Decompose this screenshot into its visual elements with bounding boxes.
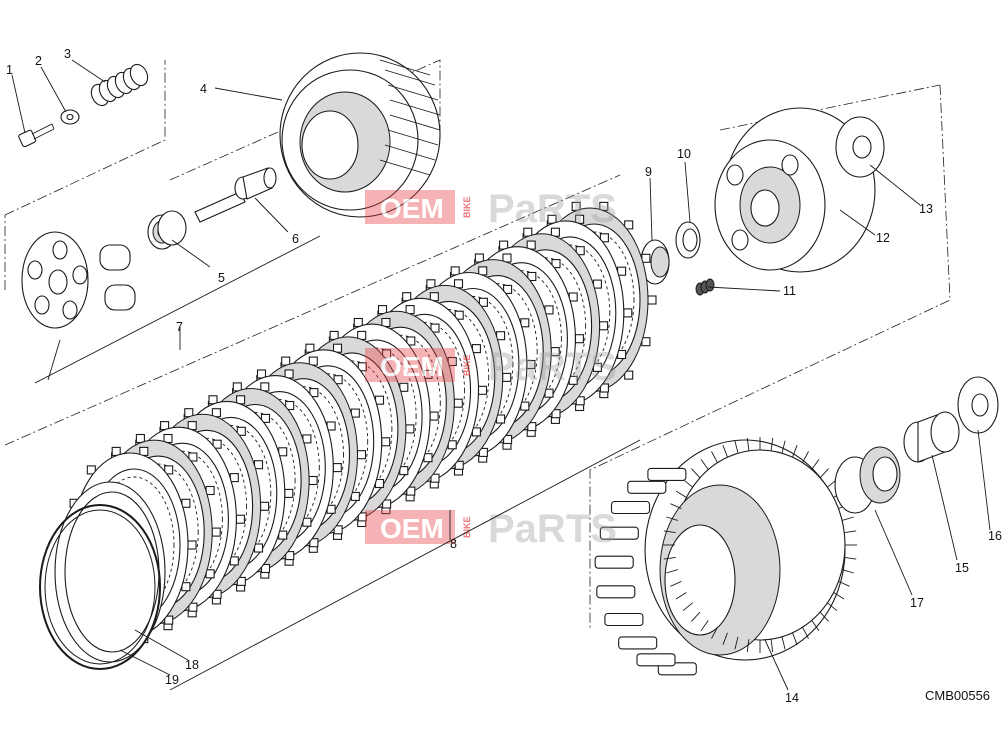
callout-11: 11 (783, 284, 796, 298)
watermark-word2: BIKE (462, 516, 472, 538)
part-18-plate (54, 481, 166, 663)
watermark-word3: PaRTS (488, 345, 617, 389)
part-5-bearing (147, 210, 187, 250)
part-1-screw (18, 123, 55, 148)
part-17-needle-bearing (834, 446, 901, 514)
callout-4: 4 (200, 82, 207, 96)
part-19-wire-ring (39, 504, 161, 670)
part-13-washer (835, 116, 885, 178)
callout-10: 10 (677, 147, 691, 161)
part-6-pushrod (194, 167, 277, 223)
leader-lines (11, 59, 991, 691)
part-9-nut (640, 239, 670, 285)
watermark-top: OEM BIKE PaRTS (365, 187, 617, 231)
callout-18: 18 (185, 658, 199, 672)
callout-15: 15 (955, 561, 969, 575)
callout-labels: 1 2 3 4 5 6 7 8 9 10 11 12 13 14 15 16 1… (6, 47, 1002, 705)
callout-5: 5 (218, 271, 225, 285)
part-14-clutch-basket (594, 437, 857, 676)
watermark: OEM BIKE PaRTS OEM BIKE PaRTS OEM BIKE P… (365, 187, 617, 551)
callout-14: 14 (785, 691, 799, 705)
callout-16: 16 (988, 529, 1002, 543)
watermark-word2: BIKE (462, 354, 472, 376)
callout-6: 6 (292, 232, 299, 246)
watermark-word1: OEM (380, 193, 444, 224)
callout-12: 12 (876, 231, 890, 245)
callout-19: 19 (165, 673, 179, 687)
part-15-spacer (903, 411, 960, 463)
callout-3: 3 (64, 47, 71, 61)
callout-13: 13 (919, 202, 933, 216)
watermark-word3: PaRTS (488, 507, 617, 551)
callout-9: 9 (645, 165, 652, 179)
part-16-thrust-washer (957, 376, 999, 434)
callout-1: 1 (6, 63, 13, 77)
part-3-spring (90, 63, 149, 107)
part-7-spring-housing (21, 231, 136, 329)
watermark-word1: OEM (380, 351, 444, 382)
part-11-spring (695, 278, 715, 296)
watermark-word2: BIKE (462, 196, 472, 218)
part-4-pressure-plate (279, 52, 441, 218)
watermark-word1: OEM (380, 513, 444, 544)
part-2-washer (60, 109, 80, 125)
watermark-middle: OEM BIKE PaRTS (365, 345, 617, 389)
callout-2: 2 (35, 54, 42, 68)
watermark-word3: PaRTS (488, 187, 617, 231)
callout-8: 8 (450, 537, 457, 551)
callout-17: 17 (910, 596, 924, 610)
drawing-code: CMB00556 (925, 688, 990, 703)
callout-7: 7 (176, 320, 183, 334)
part-10-washer (675, 221, 701, 259)
watermark-bottom: OEM BIKE PaRTS (365, 507, 617, 551)
